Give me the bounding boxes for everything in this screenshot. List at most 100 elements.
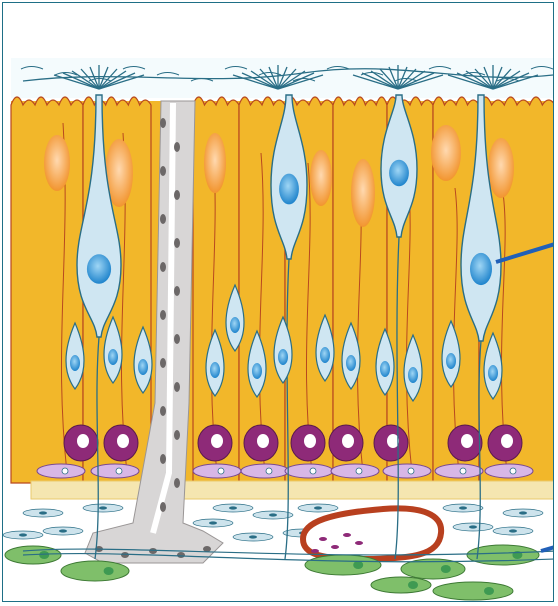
fibroblast-nucleus <box>469 525 477 528</box>
immature-nucleus <box>380 361 390 377</box>
basement-membrane <box>31 481 554 499</box>
fibroblast-nucleus <box>19 533 27 536</box>
duct-cell-nucleus <box>174 286 180 296</box>
fibroblast-nucleus <box>314 506 322 509</box>
immature-nucleus <box>252 363 262 379</box>
mucus-layer <box>11 58 554 98</box>
horizontal-basal-cell <box>241 464 289 478</box>
horizontal-basal-nucleus <box>310 468 316 474</box>
duct-cell-nucleus <box>174 478 180 488</box>
duct-cell-nucleus <box>160 118 166 128</box>
horizontal-basal-cell <box>285 464 333 478</box>
duct-cell-nucleus <box>160 358 166 368</box>
basal-cell-nucleus <box>211 434 223 448</box>
horizontal-basal-nucleus <box>408 468 414 474</box>
fibroblast-nucleus <box>249 535 257 538</box>
gland-cell-nucleus <box>121 552 129 558</box>
duct-cell-nucleus <box>160 214 166 224</box>
duct-cell-nucleus <box>160 406 166 416</box>
receptor-nucleus <box>279 174 299 205</box>
lamina-propria-fibroblasts <box>3 504 543 541</box>
pointer-line-nerve <box>541 547 554 551</box>
horizontal-basal-nucleus <box>218 468 224 474</box>
vessel-wall <box>303 508 441 559</box>
fibroblast-nucleus <box>229 506 237 509</box>
immature-nucleus <box>230 317 240 333</box>
schwann-cell <box>61 561 129 581</box>
basal-cell-nucleus <box>304 434 316 448</box>
immature-nucleus <box>446 353 456 369</box>
basal-cell-nucleus <box>501 434 513 448</box>
duct-cell-nucleus <box>174 430 180 440</box>
immature-nucleus <box>108 349 118 365</box>
duct-cell-nucleus <box>160 262 166 272</box>
schwann-nucleus <box>441 565 451 573</box>
immature-nucleus <box>278 349 288 365</box>
supporting-cell-nucleus <box>204 133 226 193</box>
red-blood-cell <box>319 537 327 541</box>
receptor-nucleus <box>87 254 111 283</box>
basal-cell-nucleus <box>77 434 89 448</box>
basal-cell-nucleus <box>342 434 354 448</box>
receptor-nucleus <box>470 253 492 285</box>
horizontal-basal-nucleus <box>266 468 272 474</box>
receptor-nucleus <box>389 160 409 187</box>
supporting-cell <box>333 97 387 483</box>
nerve-bundle-cells <box>5 545 554 600</box>
basal-cell-nucleus <box>461 434 473 448</box>
supporting-cell-nucleus <box>488 138 514 198</box>
duct-cell-nucleus <box>160 310 166 320</box>
immature-nucleus <box>408 367 418 383</box>
basal-cell-nucleus <box>117 434 129 448</box>
supporting-cell-nucleus <box>351 159 375 227</box>
blood-vessel <box>303 508 441 559</box>
duct-cell-nucleus <box>174 238 180 248</box>
schwann-nucleus <box>104 567 114 575</box>
supporting-cell-nucleus <box>431 125 461 181</box>
immature-nucleus <box>210 362 220 378</box>
duct-cell-nucleus <box>160 502 166 512</box>
gland-cell-nucleus <box>177 552 185 558</box>
schwann-cell <box>433 582 513 600</box>
fibroblast-nucleus <box>39 511 47 514</box>
immature-nucleus <box>346 355 356 371</box>
red-blood-cell <box>343 533 351 537</box>
fibroblast-nucleus <box>509 529 517 532</box>
schwann-nucleus <box>408 581 418 589</box>
duct-cell-nucleus <box>174 142 180 152</box>
fibroblast-nucleus <box>99 506 107 509</box>
horizontal-basal-cell <box>37 464 85 478</box>
duct-cell-nucleus <box>174 382 180 392</box>
horizontal-basal-nucleus <box>356 468 362 474</box>
basal-cell-nucleus <box>257 434 269 448</box>
olfactory-epithelium-diagram <box>2 2 554 602</box>
horizontal-basal-cell <box>485 464 533 478</box>
horizontal-basal-nucleus <box>116 468 122 474</box>
supporting-cell-nucleus <box>310 150 332 206</box>
red-blood-cell <box>311 549 319 553</box>
horizontal-basal-cell <box>435 464 483 478</box>
horizontal-basal-nucleus <box>62 468 68 474</box>
immature-nucleus <box>320 347 330 363</box>
basal-cell-nucleus <box>387 434 399 448</box>
duct-cell-nucleus <box>160 166 166 176</box>
red-blood-cell <box>331 545 339 549</box>
fibroblast-nucleus <box>519 511 527 514</box>
immature-nucleus <box>488 365 498 381</box>
fibroblast-nucleus <box>209 521 217 524</box>
horizontal-basal-cell <box>331 464 379 478</box>
fibroblast-nucleus <box>459 506 467 509</box>
horizontal-basal-cell <box>383 464 431 478</box>
fibroblast-nucleus <box>59 529 67 532</box>
diagram-canvas <box>3 3 554 602</box>
horizontal-basal-nucleus <box>510 468 516 474</box>
red-blood-cell <box>355 541 363 545</box>
fibroblast-nucleus <box>269 513 277 516</box>
supporting-cell-nucleus <box>44 135 70 191</box>
horizontal-basal-cell <box>193 464 241 478</box>
schwann-cell <box>371 577 431 593</box>
duct-cell-nucleus <box>160 454 166 464</box>
immature-nucleus <box>138 359 148 375</box>
duct-cell-nucleus <box>174 190 180 200</box>
schwann-cell <box>305 555 381 575</box>
